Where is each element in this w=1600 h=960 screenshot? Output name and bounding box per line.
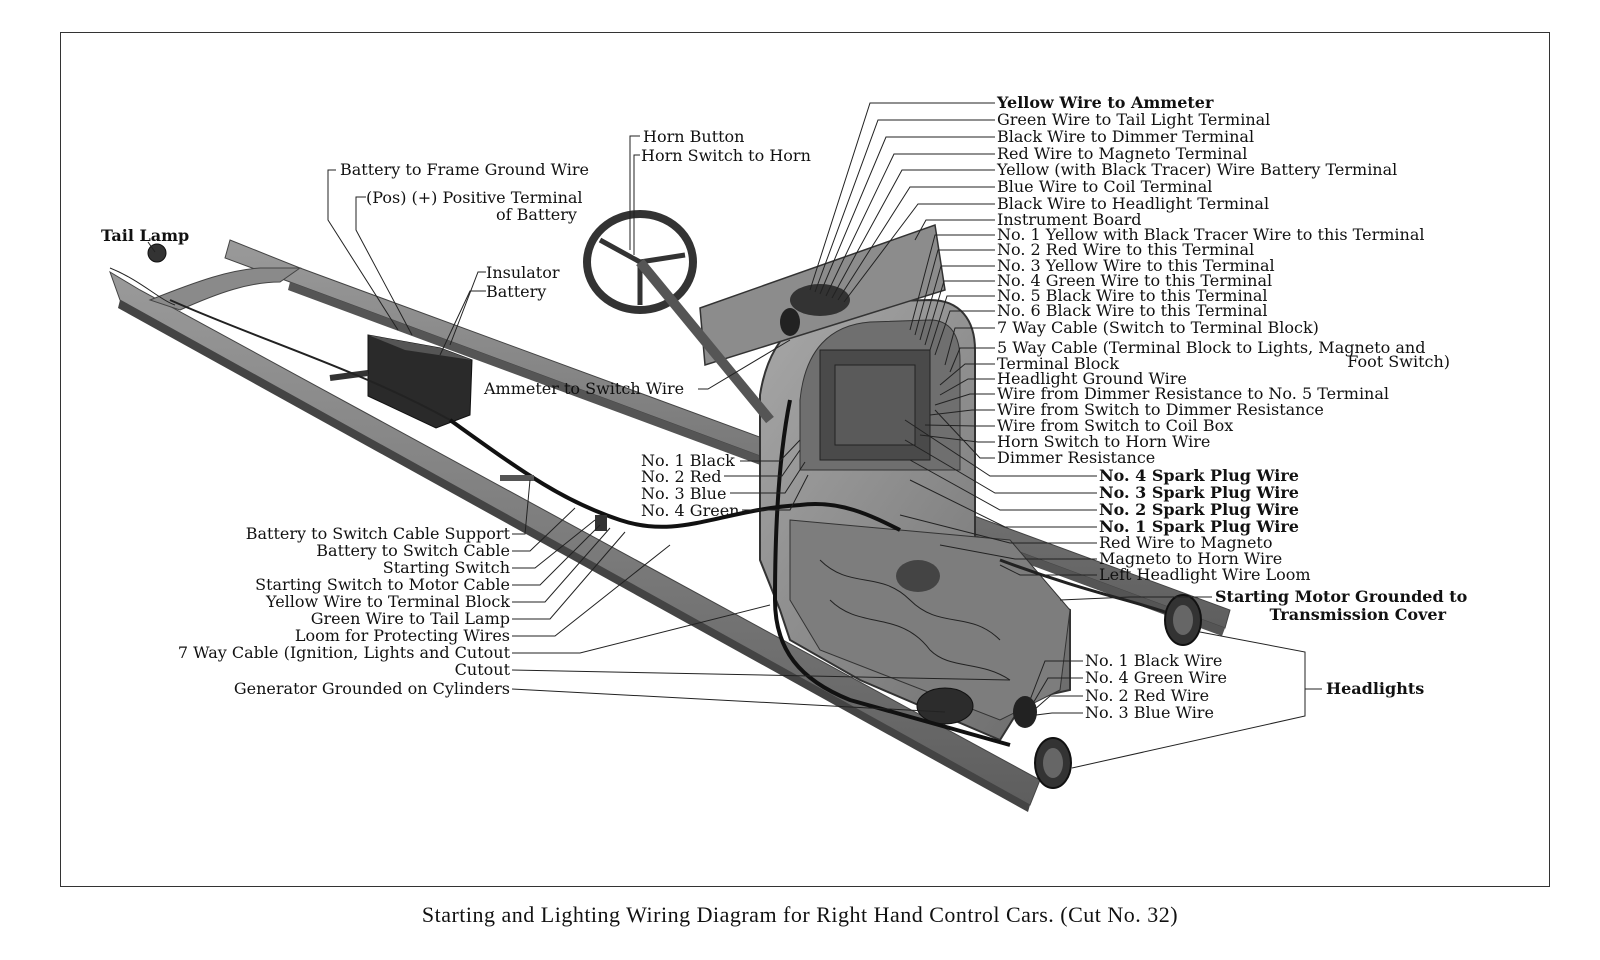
leader-lines xyxy=(147,102,1322,769)
label-hl-no2-red: No. 2 Red Wire xyxy=(1085,686,1209,705)
label-transmission-cover: Transmission Cover xyxy=(1270,605,1447,624)
label-tail-lamp: Tail Lamp xyxy=(101,226,189,245)
label-horn-switch-to-horn: Horn Switch to Horn xyxy=(641,146,811,165)
label-right-9: No. 1 Yellow with Black Tracer Wire to t… xyxy=(997,225,1424,244)
generator xyxy=(916,687,974,725)
label-no1-black: No. 1 Black xyxy=(641,451,735,470)
left-frame-rail xyxy=(109,270,1041,806)
label-positive-terminal: (Pos) (+) Positive Terminal xyxy=(366,188,583,207)
wiring-diagram: Tail Lamp Battery to Frame Ground Wire (… xyxy=(101,93,1468,812)
steering-column xyxy=(636,258,774,424)
label-starting-motor: Starting Motor Grounded to xyxy=(1215,587,1468,606)
label-spark-plug-1: No. 1 Spark Plug Wire xyxy=(1099,517,1299,536)
label-right-7: Black Wire to Headlight Terminal xyxy=(997,194,1269,213)
label-yellow-terminal-block: Yellow Wire to Terminal Block xyxy=(265,592,510,611)
label-spark-plug-2: No. 2 Spark Plug Wire xyxy=(1099,500,1299,519)
label-right-22: Horn Switch to Horn Wire xyxy=(997,432,1210,451)
label-right-23: Dimmer Resistance xyxy=(997,448,1155,467)
label-left-headlight-loom: Left Headlight Wire Loom xyxy=(1099,565,1311,584)
label-green-tail-lamp: Green Wire to Tail Lamp xyxy=(311,609,510,628)
label-right-14: No. 6 Black Wire to this Terminal xyxy=(997,301,1268,320)
label-no4-green: No. 4 Green xyxy=(641,501,739,520)
label-switch-cable: Battery to Switch Cable xyxy=(316,541,510,560)
label-right-11: No. 3 Yellow Wire to this Terminal xyxy=(997,256,1275,275)
label-7way-ignition: 7 Way Cable (Ignition, Lights and Cutout xyxy=(178,643,511,662)
label-of-battery: of Battery xyxy=(496,205,577,224)
label-magneto-to-horn: Magneto to Horn Wire xyxy=(1099,549,1282,568)
label-right-1: Yellow Wire to Ammeter xyxy=(996,93,1214,112)
label-spark-plug-4: No. 4 Spark Plug Wire xyxy=(1099,466,1299,485)
label-right-8: Instrument Board xyxy=(997,210,1142,229)
label-starting-switch: Starting Switch xyxy=(383,558,510,577)
label-right-16: 5 Way Cable (Terminal Block to Lights, M… xyxy=(997,338,1425,357)
diagram-labels: Tail Lamp Battery to Frame Ground Wire (… xyxy=(101,93,1468,722)
label-cable-support: Battery to Switch Cable Support xyxy=(246,524,511,543)
steering-wheel xyxy=(583,210,697,314)
label-right-21: Wire from Switch to Coil Box xyxy=(997,416,1233,435)
label-right-3: Black Wire to Dimmer Terminal xyxy=(997,127,1254,146)
label-headlights: Headlights xyxy=(1326,679,1424,698)
diagram-frame xyxy=(60,32,1550,887)
label-spark-plug-3: No. 3 Spark Plug Wire xyxy=(1099,483,1299,502)
label-cutout: Cutout xyxy=(455,660,511,679)
label-insulator: Insulator xyxy=(486,263,560,282)
label-hl-no3-blue: No. 3 Blue Wire xyxy=(1085,703,1214,722)
label-right-19: Wire from Dimmer Resistance to No. 5 Ter… xyxy=(997,384,1389,403)
label-hl-no4-green: No. 4 Green Wire xyxy=(1085,668,1227,687)
label-right-4: Red Wire to Magneto Terminal xyxy=(997,144,1247,163)
label-loom: Loom for Protecting Wires xyxy=(295,626,510,645)
label-right-13: No. 5 Black Wire to this Terminal xyxy=(997,286,1268,305)
label-right-17: Terminal Block xyxy=(997,354,1119,373)
label-right-15: 7 Way Cable (Switch to Terminal Block) xyxy=(997,318,1319,337)
label-horn-button: Horn Button xyxy=(643,127,744,146)
label-right-18: Headlight Ground Wire xyxy=(997,369,1187,388)
chassis-illustration xyxy=(109,210,1231,812)
label-no3-blue: No. 3 Blue xyxy=(641,484,726,503)
label-right-12: No. 4 Green Wire to this Terminal xyxy=(997,271,1272,290)
label-right-6: Blue Wire to Coil Terminal xyxy=(997,177,1212,196)
label-hl-no1-black: No. 1 Black Wire xyxy=(1085,651,1222,670)
label-right-2: Green Wire to Tail Light Terminal xyxy=(997,110,1270,129)
figure-caption: Starting and Lighting Wiring Diagram for… xyxy=(421,902,1179,927)
label-right-10: No. 2 Red Wire to this Terminal xyxy=(997,240,1254,259)
label-battery-frame-ground: Battery to Frame Ground Wire xyxy=(340,160,589,179)
label-right-20: Wire from Switch to Dimmer Resistance xyxy=(997,400,1324,419)
label-ammeter-to-switch: Ammeter to Switch Wire xyxy=(483,379,684,398)
label-red-to-magneto: Red Wire to Magneto xyxy=(1099,533,1272,552)
label-switch-to-motor: Starting Switch to Motor Cable xyxy=(255,575,510,594)
label-generator-grounded: Generator Grounded on Cylinders xyxy=(234,679,510,698)
label-no2-red: No. 2 Red xyxy=(641,467,722,486)
label-right-5: Yellow (with Black Tracer) Wire Battery … xyxy=(996,160,1397,179)
label-battery: Battery xyxy=(486,282,546,301)
label-foot-switch: Foot Switch) xyxy=(1347,352,1450,371)
